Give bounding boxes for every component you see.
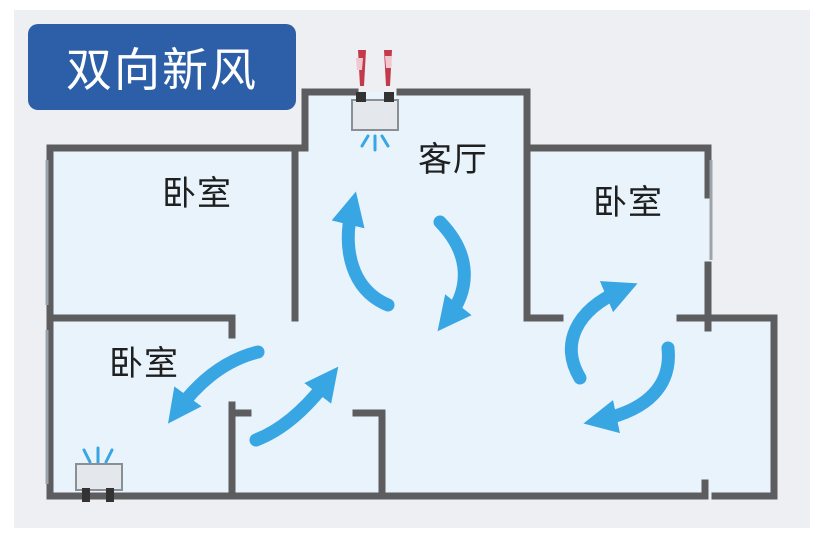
windows xyxy=(45,160,713,484)
airflow-arrow-icon-5 xyxy=(249,366,339,447)
room-label-bedroom-top-left: 卧室 xyxy=(162,174,232,214)
walls xyxy=(46,88,778,500)
title-badge: 双向新风 xyxy=(28,24,296,110)
airflow-arrow-icon-6 xyxy=(168,345,265,424)
fresh-air-unit-icon xyxy=(351,50,399,152)
airflow-arrow-icon-4 xyxy=(583,341,675,434)
diagram-title: 双向新风 xyxy=(66,43,258,97)
airflow-arrow-icon-3 xyxy=(565,281,638,385)
fresh-air-unit-icon-bottom xyxy=(75,446,123,502)
airflow-arrow-icon-1 xyxy=(331,191,395,312)
unit-feet xyxy=(356,92,366,102)
outer-wall-right xyxy=(704,261,778,500)
floor-area xyxy=(50,92,774,496)
pipe-highlight-icon-2 xyxy=(385,56,392,68)
outer-wall-bottom xyxy=(46,144,709,500)
airflow-arrow-icon-2 xyxy=(433,215,472,332)
room-label-living: 客厅 xyxy=(418,140,488,180)
outer-wall xyxy=(46,88,359,152)
unit-feet-2 xyxy=(384,92,394,102)
unit-body-bottom xyxy=(75,463,123,491)
air-burst-icon xyxy=(360,134,390,152)
room-label-bedroom-bottom-left: 卧室 xyxy=(109,344,179,384)
unit-body xyxy=(351,99,399,131)
room-label-bedroom-right: 卧室 xyxy=(593,183,663,223)
airflow-arrows xyxy=(168,191,675,447)
pipe-highlight-icon xyxy=(356,58,363,70)
